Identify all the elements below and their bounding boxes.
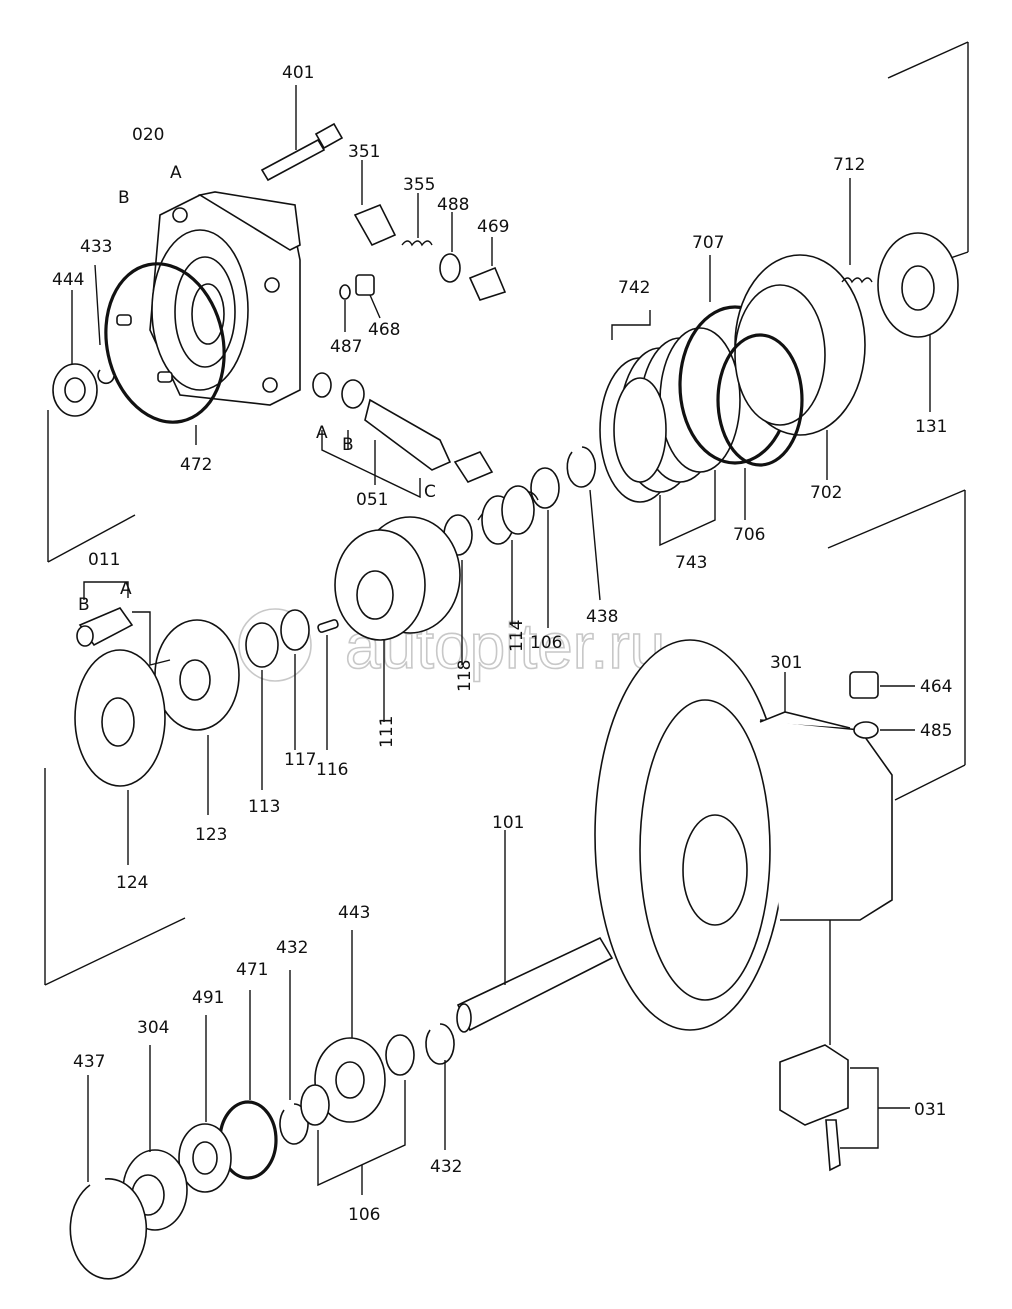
part-020-housing bbox=[149, 191, 301, 406]
label-433: 433 bbox=[80, 237, 112, 257]
label-702: 702 bbox=[810, 483, 842, 503]
part-401-bolt bbox=[260, 85, 344, 182]
label-443: 443 bbox=[338, 903, 370, 923]
part-488-oring bbox=[439, 212, 461, 283]
part-355-spring bbox=[401, 193, 433, 247]
part-706-ring bbox=[716, 333, 804, 520]
label-011-a: A bbox=[120, 579, 132, 599]
part-432b-snap-ring bbox=[425, 1023, 455, 1150]
label-437: 437 bbox=[73, 1052, 105, 1072]
part-468-plug bbox=[355, 274, 381, 319]
label-101: 101 bbox=[492, 813, 524, 833]
label-031: 031 bbox=[914, 1100, 946, 1120]
part-106a-ring bbox=[530, 467, 560, 628]
label-444: 444 bbox=[52, 270, 84, 290]
part-472-oring bbox=[104, 262, 226, 445]
label-106-upper: 106 bbox=[530, 633, 562, 653]
label-301: 301 bbox=[770, 653, 802, 673]
label-355: 355 bbox=[403, 175, 435, 195]
label-051: 051 bbox=[356, 490, 388, 510]
label-401: 401 bbox=[282, 63, 314, 83]
label-020-b: B bbox=[118, 188, 130, 208]
label-116: 116 bbox=[316, 760, 348, 780]
part-124-shoe-plate bbox=[74, 649, 166, 865]
part-702-piston bbox=[734, 254, 866, 480]
label-123: 123 bbox=[195, 825, 227, 845]
label-051-c: C bbox=[424, 482, 436, 502]
part-444-bearing bbox=[52, 290, 98, 417]
label-471: 471 bbox=[236, 960, 268, 980]
part-101-shaft bbox=[456, 830, 614, 1033]
label-469: 469 bbox=[477, 217, 509, 237]
label-117: 117 bbox=[284, 750, 316, 770]
label-118: 118 bbox=[455, 660, 475, 692]
part-031-block bbox=[779, 920, 910, 1172]
label-304: 304 bbox=[137, 1018, 169, 1038]
label-468: 468 bbox=[368, 320, 400, 340]
part-712-spring bbox=[841, 178, 873, 284]
part-114-spring bbox=[477, 485, 539, 625]
label-472: 472 bbox=[180, 455, 212, 475]
frame-lines bbox=[44, 41, 969, 986]
label-011-b: B bbox=[78, 595, 90, 615]
part-111-cylinder-block bbox=[334, 516, 461, 722]
part-743-bracket bbox=[659, 470, 716, 547]
label-020: 020 bbox=[132, 125, 164, 145]
label-491: 491 bbox=[192, 988, 224, 1008]
label-351: 351 bbox=[348, 142, 380, 162]
part-487-oring bbox=[339, 284, 351, 332]
label-114: 114 bbox=[507, 620, 527, 652]
label-051-b: B bbox=[342, 435, 354, 455]
label-011: 011 bbox=[88, 550, 120, 570]
label-485: 485 bbox=[920, 721, 952, 741]
part-301-housing bbox=[594, 639, 893, 1031]
label-487: 487 bbox=[330, 337, 362, 357]
part-116-pin bbox=[317, 619, 339, 750]
label-113: 113 bbox=[248, 797, 280, 817]
label-488: 488 bbox=[437, 195, 469, 215]
label-712: 712 bbox=[833, 155, 865, 175]
label-432-lower: 432 bbox=[430, 1157, 462, 1177]
label-742: 742 bbox=[618, 278, 650, 298]
part-117-ring bbox=[280, 609, 310, 750]
part-351-valve bbox=[353, 160, 397, 247]
part-433-pins bbox=[94, 264, 173, 385]
label-707: 707 bbox=[692, 233, 724, 253]
part-443-bearing bbox=[314, 930, 386, 1123]
part-491-seal bbox=[178, 1015, 232, 1193]
label-743: 743 bbox=[675, 553, 707, 573]
part-106b-bracket bbox=[300, 1034, 415, 1195]
part-131-valve-plate bbox=[877, 232, 959, 412]
label-131: 131 bbox=[915, 417, 947, 437]
part-485-oring bbox=[853, 721, 915, 739]
part-051-spool bbox=[312, 372, 494, 499]
part-labels: 401 020 A B 351 355 488 469 433 444 468 … bbox=[52, 63, 952, 1225]
label-111: 111 bbox=[377, 716, 397, 748]
part-469-plug bbox=[468, 237, 507, 301]
part-011-piston bbox=[76, 581, 171, 666]
label-106-lower: 106 bbox=[348, 1205, 380, 1225]
part-113-spherical-bush bbox=[245, 622, 279, 790]
part-437-snap-ring bbox=[69, 1075, 148, 1280]
label-432-upper: 432 bbox=[276, 938, 308, 958]
label-051-a: A bbox=[316, 423, 328, 443]
label-438: 438 bbox=[586, 607, 618, 627]
part-464-plug bbox=[849, 671, 915, 699]
label-464: 464 bbox=[920, 677, 952, 697]
label-124: 124 bbox=[116, 873, 148, 893]
part-438-snap-ring bbox=[566, 446, 601, 601]
label-020-a: A bbox=[170, 163, 182, 183]
part-123-retainer bbox=[154, 619, 240, 815]
label-706: 706 bbox=[733, 525, 765, 545]
